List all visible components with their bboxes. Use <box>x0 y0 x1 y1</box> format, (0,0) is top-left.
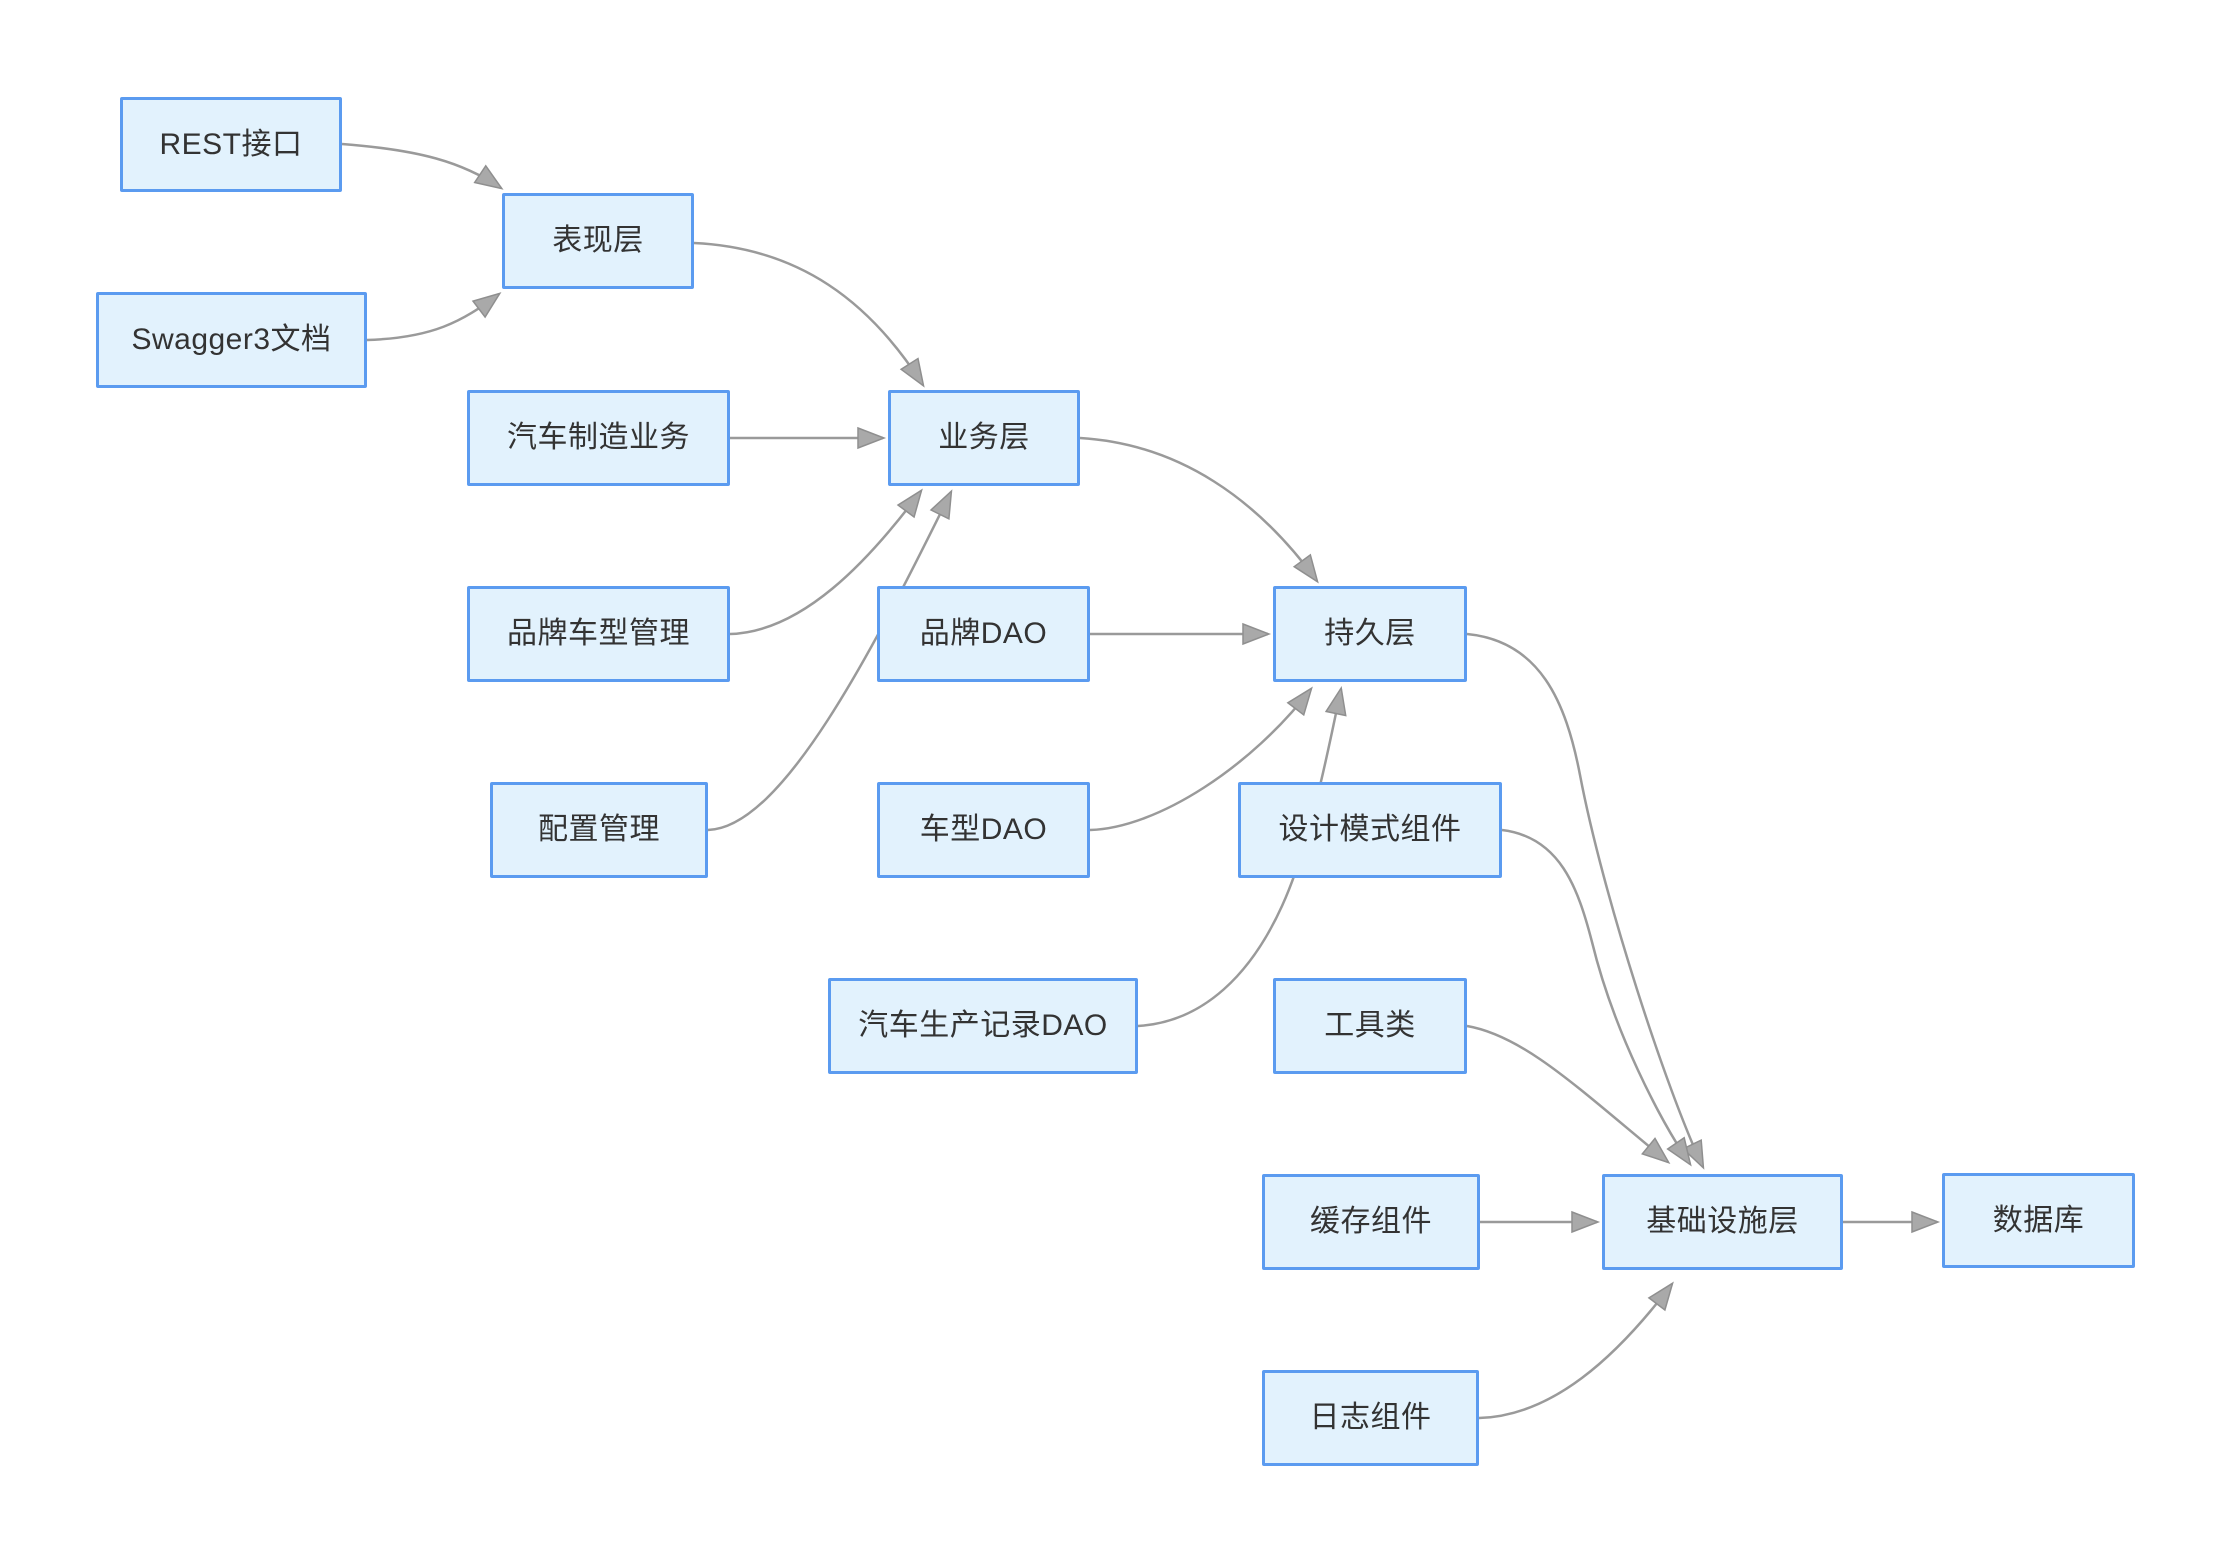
node-label: 表现层 <box>552 224 644 257</box>
node-label: 持久层 <box>1324 617 1416 650</box>
edge-design-pattern-components-to-infrastructure-layer <box>1501 828 1692 1167</box>
edge-rest-api-to-presentation-layer <box>341 142 504 190</box>
node-business-layer[interactable]: 业务层 <box>888 390 1080 486</box>
node-logging-component[interactable]: 日志组件 <box>1262 1370 1479 1466</box>
edge-logging-component-to-infrastructure-layer <box>1478 1281 1674 1420</box>
edge-config-management-to-business-layer <box>707 489 953 832</box>
edges-group <box>341 142 1941 1420</box>
node-label: REST接口 <box>159 127 303 161</box>
node-presentation-layer[interactable]: 表现层 <box>502 193 694 289</box>
edge-persistence-layer-to-infrastructure-layer <box>1466 632 1705 1170</box>
node-label: 设计模式组件 <box>1278 813 1462 846</box>
node-label: 车型DAO <box>919 813 1048 846</box>
node-brand-dao[interactable]: 品牌DAO <box>877 586 1090 682</box>
node-rest-api[interactable]: REST接口 <box>120 97 342 192</box>
edge-presentation-layer-to-business-layer <box>693 241 925 388</box>
node-swagger3-doc[interactable]: Swagger3文档 <box>96 292 367 388</box>
node-label: 数据库 <box>1992 1203 2085 1237</box>
edge-production-record-dao-to-persistence-layer <box>1137 685 1347 1028</box>
edge-swagger3-doc-to-presentation-layer <box>366 292 502 342</box>
edge-business-layer-to-persistence-layer <box>1079 436 1319 584</box>
node-label: 日志组件 <box>1309 1401 1432 1434</box>
edge-brand-model-management-to-business-layer <box>729 488 923 636</box>
node-cache-component[interactable]: 缓存组件 <box>1262 1174 1480 1270</box>
node-label: 缓存组件 <box>1310 1205 1432 1238</box>
node-infrastructure-layer[interactable]: 基础设施层 <box>1602 1174 1843 1270</box>
node-model-dao[interactable]: 车型DAO <box>877 782 1090 878</box>
node-label: 品牌DAO <box>919 617 1048 650</box>
node-label: 配置管理 <box>538 813 660 846</box>
node-car-manufacturing-business[interactable]: 汽车制造业务 <box>467 390 730 486</box>
node-brand-model-management[interactable]: 品牌车型管理 <box>467 586 730 682</box>
node-label: 业务层 <box>938 421 1030 454</box>
node-database[interactable]: 数据库 <box>1942 1173 2135 1268</box>
edge-utility-classes-to-infrastructure-layer <box>1466 1024 1671 1164</box>
node-config-management[interactable]: 配置管理 <box>490 782 708 878</box>
node-label: Swagger3文档 <box>131 323 332 356</box>
node-label: 基础设施层 <box>1646 1205 1799 1238</box>
node-label: 工具类 <box>1324 1009 1416 1042</box>
node-label: 汽车生产记录DAO <box>858 1009 1108 1042</box>
node-label: 汽车制造业务 <box>507 421 690 454</box>
node-label: 品牌车型管理 <box>507 617 690 650</box>
node-production-record-dao[interactable]: 汽车生产记录DAO <box>828 978 1138 1074</box>
edge-model-dao-to-persistence-layer <box>1089 686 1313 832</box>
node-persistence-layer[interactable]: 持久层 <box>1273 586 1467 682</box>
node-design-pattern-components[interactable]: 设计模式组件 <box>1238 782 1502 878</box>
node-utility-classes[interactable]: 工具类 <box>1273 978 1467 1074</box>
